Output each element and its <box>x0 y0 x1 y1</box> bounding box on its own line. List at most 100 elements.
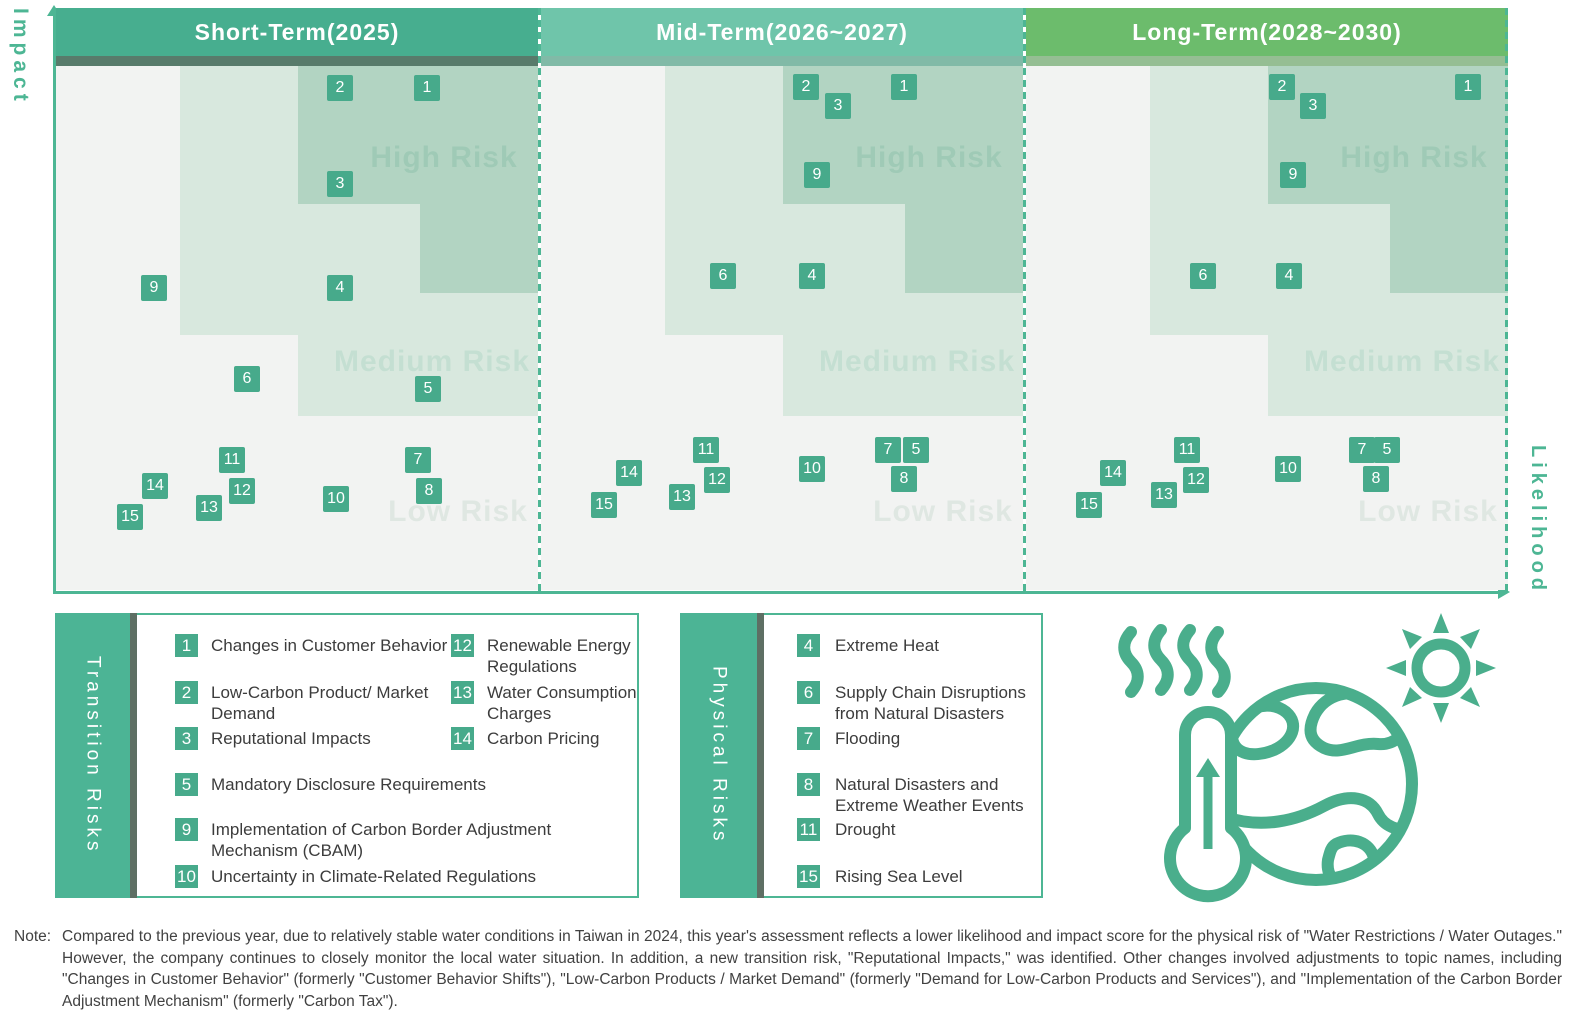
legend-sidebar-physical: Physical Risks <box>680 613 757 898</box>
legend-item-label: Rising Sea Level <box>835 867 963 886</box>
panel-header-underline <box>56 56 538 66</box>
risk-marker-14: 14 <box>142 473 168 499</box>
legend-item-number: 14 <box>451 727 474 750</box>
legend-item-number: 10 <box>175 865 198 888</box>
risk-marker-2: 2 <box>327 75 353 101</box>
impact-axis-line <box>53 14 56 594</box>
panel-header: Long-Term(2028~2030) <box>1026 8 1508 56</box>
risk-marker-9: 9 <box>804 162 830 188</box>
risk-marker-7: 7 <box>875 437 901 463</box>
legend-item-number: 2 <box>175 681 198 704</box>
risk-marker-12: 12 <box>704 467 730 493</box>
risk-marker-8: 8 <box>416 478 442 504</box>
risk-marker-4: 4 <box>1276 263 1302 289</box>
risk-marker-13: 13 <box>669 484 695 510</box>
impact-axis-label: Impact <box>9 8 32 106</box>
risk-marker-14: 14 <box>1100 460 1126 486</box>
legend-item-label: Low-Carbon Product/ Market Demand <box>211 683 429 723</box>
risk-marker-1: 1 <box>891 74 917 100</box>
risk-marker-11: 11 <box>219 447 245 473</box>
sun-icon <box>1386 613 1496 723</box>
risk-marker-9: 9 <box>141 275 167 301</box>
zone-high-zone <box>1390 66 1508 293</box>
risk-marker-5: 5 <box>903 437 929 463</box>
risk-marker-4: 4 <box>327 275 353 301</box>
legend-item-label: Reputational Impacts <box>211 729 371 748</box>
risk-marker-11: 11 <box>1174 437 1200 463</box>
likelihood-axis-label: Likelihood <box>1527 445 1549 595</box>
risk-marker-4: 4 <box>799 263 825 289</box>
legend-item-label: Flooding <box>835 729 901 748</box>
risk-marker-10: 10 <box>799 456 825 482</box>
legend-item-number: 3 <box>175 727 198 750</box>
risk-marker-13: 13 <box>196 495 222 521</box>
impact-axis-arrow-icon <box>47 5 61 16</box>
risk-marker-6: 6 <box>710 263 736 289</box>
risk-marker-15: 15 <box>1076 492 1102 518</box>
panel-header: Mid-Term(2026~2027) <box>541 8 1023 56</box>
legend-item-label: Uncertainty in Climate-Related Regulatio… <box>211 867 537 886</box>
legend-item-label: Supply Chain Disruptions from Natural Di… <box>835 683 1026 723</box>
zone-medium-zone <box>665 66 783 335</box>
medium-risk-zone-label: Medium Risk <box>818 345 1016 378</box>
legend-sidebar-shadow <box>130 613 137 898</box>
zone-medium-zone <box>1150 66 1268 335</box>
legend-item-label: Mandatory Disclosure Requirements <box>211 775 486 794</box>
risk-marker-3: 3 <box>327 171 353 197</box>
legend-item-number: 8 <box>797 773 820 796</box>
heat-waves-icon <box>1118 624 1231 698</box>
risk-marker-6: 6 <box>1190 263 1216 289</box>
risk-marker-5: 5 <box>1374 437 1400 463</box>
medium-risk-zone-label: Medium Risk <box>1303 345 1501 378</box>
likelihood-axis-line <box>54 591 1502 594</box>
legend-item-number: 9 <box>175 818 198 841</box>
note-label: Note: <box>14 928 52 945</box>
note-text: Compared to the previous year, due to re… <box>62 928 1562 1010</box>
risk-marker-15: 15 <box>591 492 617 518</box>
risk-marker-12: 12 <box>1183 467 1209 493</box>
legend-item-label: Changes in Customer Behavior <box>211 636 448 655</box>
panel-header-underline <box>1026 56 1508 66</box>
zone-high-zone <box>420 66 538 293</box>
zone-high-zone <box>298 66 420 204</box>
low-risk-zone-label: Low Risk <box>388 495 528 528</box>
risk-marker-9: 9 <box>1280 162 1306 188</box>
legend-title: Physical Risks <box>708 666 730 845</box>
risk-marker-13: 13 <box>1151 482 1177 508</box>
risk-marker-6: 6 <box>234 366 260 392</box>
legend-item-label: Implementation of Carbon Border Adjustme… <box>211 820 552 860</box>
risk-marker-1: 1 <box>1455 74 1481 100</box>
risk-marker-10: 10 <box>1275 456 1301 482</box>
risk-marker-3: 3 <box>1300 93 1326 119</box>
risk-marker-10: 10 <box>323 486 349 512</box>
medium-risk-zone-label: Medium Risk <box>333 345 531 378</box>
legend-item-number: 15 <box>797 865 820 888</box>
low-risk-zone-label: Low Risk <box>1358 495 1498 528</box>
risk-marker-3: 3 <box>825 93 851 119</box>
legend-item-label: Renewable Energy Regulations <box>487 636 631 676</box>
note: Note: Compared to the previous year, due… <box>14 926 1562 1012</box>
zone-medium-zone <box>180 66 298 335</box>
zone-high-zone <box>905 66 1023 293</box>
panel-separator <box>1505 8 1508 593</box>
risk-marker-12: 12 <box>229 478 255 504</box>
risk-marker-7: 7 <box>1349 437 1375 463</box>
legend-item-number: 6 <box>797 681 820 704</box>
panel-header-underline <box>541 56 1023 66</box>
risk-marker-14: 14 <box>616 460 642 486</box>
low-risk-zone-label: Low Risk <box>873 495 1013 528</box>
legend-item-number: 5 <box>175 773 198 796</box>
risk-marker-8: 8 <box>1363 466 1389 492</box>
panel-header: Short-Term(2025) <box>56 8 538 56</box>
thermometer-icon <box>1164 706 1252 903</box>
high-risk-zone-label: High Risk <box>370 141 518 174</box>
risk-marker-15: 15 <box>117 504 143 530</box>
legend-item-number: 7 <box>797 727 820 750</box>
legend-item-number: 11 <box>797 818 820 841</box>
risk-marker-7: 7 <box>405 447 431 473</box>
